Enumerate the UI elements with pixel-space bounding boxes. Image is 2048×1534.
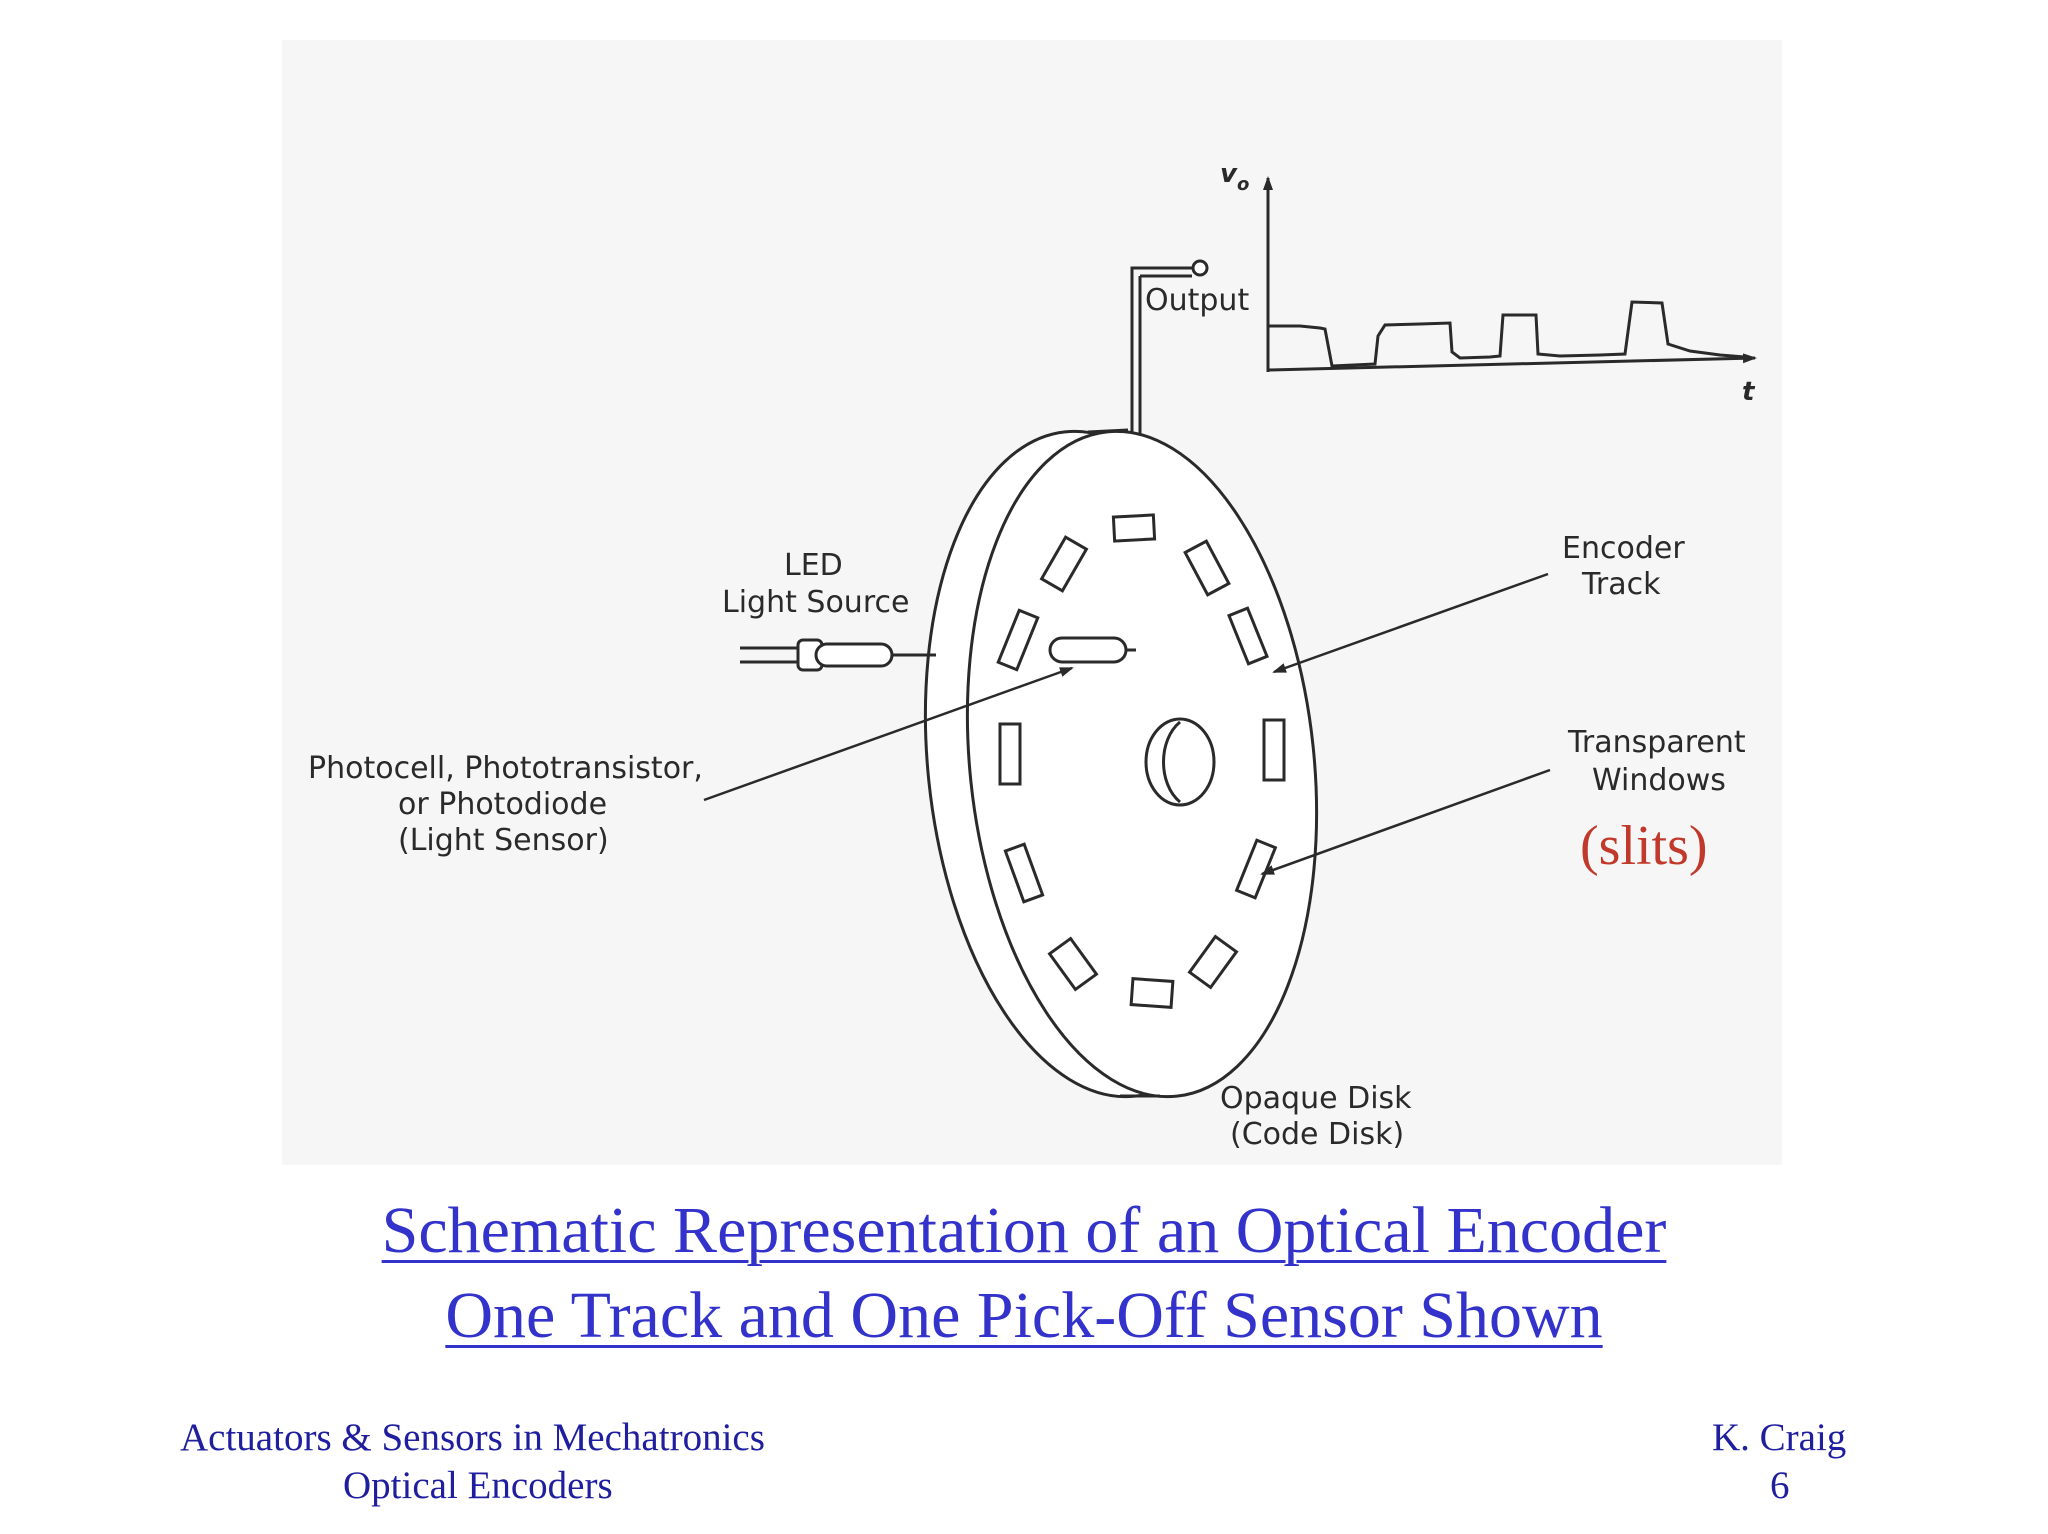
output-terminal: [1191, 259, 1209, 277]
vo-axis-label: vo: [1220, 159, 1249, 195]
time-axis: [1267, 353, 1757, 372]
output-label: Output: [1145, 283, 1249, 318]
led-label-line2: Light Source: [722, 585, 909, 620]
disk-hub: [1144, 717, 1216, 807]
transparent-window: [1262, 718, 1286, 782]
transparent-window: [996, 608, 1040, 672]
led-light-source: [740, 638, 936, 672]
footer-course-title: Actuators & Sensors in Mechatronics: [180, 1416, 765, 1459]
sensor-leader-line: [703, 666, 1074, 802]
transparent-windows-label-line2: Windows: [1592, 763, 1726, 798]
transparent-window: [1227, 606, 1269, 666]
windows-leader-line: [1260, 768, 1551, 876]
transparent-window: [1183, 539, 1231, 597]
t-axis-label: t: [1742, 377, 1756, 407]
encoder-track: [996, 513, 1286, 1009]
page-number: 6: [1770, 1464, 1790, 1507]
transparent-windows-label-line1: Transparent: [1567, 725, 1746, 760]
light-sensor: [1048, 636, 1136, 664]
figure-caption-line1: Schematic Representation of an Optical E…: [381, 1194, 1667, 1267]
led-label-line1: LED: [784, 548, 843, 583]
transparent-window: [1003, 842, 1045, 904]
transparent-window: [998, 722, 1022, 786]
opaque-disk-label-line1: Opaque Disk: [1220, 1081, 1412, 1116]
transparent-window: [1187, 934, 1239, 990]
sensor-label-line1: Photocell, Phototransistor,: [308, 751, 703, 786]
transparent-window: [1129, 977, 1175, 1009]
transparent-window: [1039, 535, 1089, 593]
footer-author: K. Craig: [1712, 1416, 1847, 1459]
figure-caption-line2: One Track and One Pick-Off Sensor Shown: [445, 1279, 1603, 1352]
opaque-disk-label-line2: (Code Disk): [1230, 1117, 1404, 1152]
transparent-window: [1047, 936, 1099, 992]
code-disk: [923, 428, 1319, 1099]
output-waveform-plot: [1263, 176, 1757, 372]
transparent-window: [1111, 513, 1157, 543]
sensor-label-line3: (Light Sensor): [398, 823, 609, 858]
slits-label: (slits): [1580, 815, 1708, 877]
footer-topic: Optical Encoders: [343, 1464, 613, 1507]
sensor-label-line2: or Photodiode: [398, 787, 607, 822]
encoder-track-label-line2: Track: [1581, 567, 1661, 602]
track-leader-line: [1272, 572, 1549, 674]
waveform-trace: [1268, 300, 1746, 368]
encoder-track-label-line1: Encoder: [1562, 531, 1685, 566]
